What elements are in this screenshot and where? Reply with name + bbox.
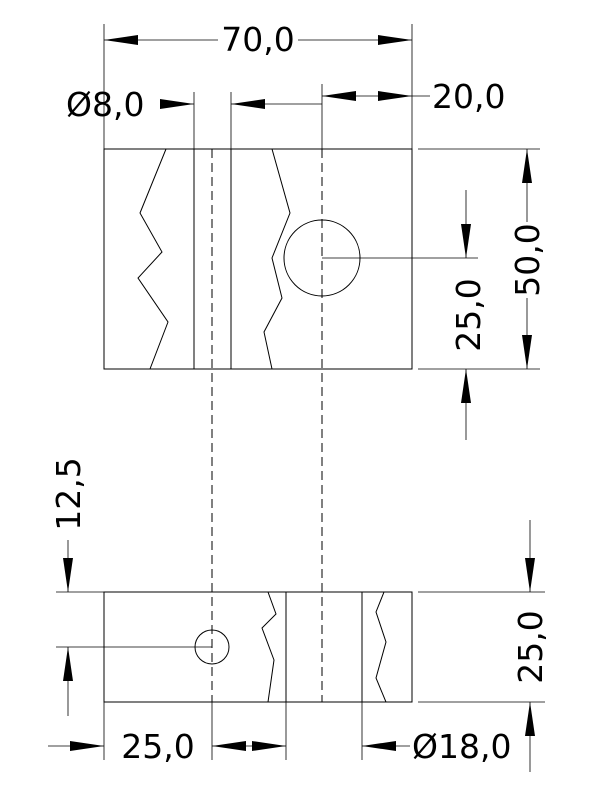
dim-overall-width: 70,0 — [103, 20, 413, 149]
dim-bottom-offset-label: 12,5 — [49, 457, 88, 530]
dim-bottom-offset: 12,5 — [49, 457, 212, 716]
dim-small-hole-diameter-label: Ø8,0 — [66, 85, 144, 124]
top-left-section-hatch — [137, 148, 195, 370]
dim-large-hole-diameter-label: Ø18,0 — [412, 727, 511, 766]
dim-small-hole-diameter: Ø8,0 — [66, 85, 322, 149]
top-right-section-hatch — [230, 148, 291, 370]
dim-large-hole-diameter: Ø18,0 — [252, 702, 511, 766]
center-lines — [211, 149, 323, 702]
dim-overall-width-label: 70,0 — [221, 20, 294, 59]
dim-center-height: 25,0 — [322, 190, 488, 440]
dim-center-height-label: 25,0 — [449, 278, 488, 351]
dim-bottom-left-offset: 25,0 — [48, 702, 286, 766]
top-view-outline — [103, 148, 413, 370]
dim-offset-right-label: 20,0 — [432, 77, 505, 116]
dim-offset-right: 20,0 — [321, 77, 505, 149]
bottom-right-section-hatch — [361, 591, 387, 703]
top-view — [103, 148, 413, 370]
dim-bottom-left-offset-label: 25,0 — [121, 727, 194, 766]
dim-top-height: 50,0 — [418, 148, 547, 370]
dim-bottom-height-label: 25,0 — [511, 610, 550, 683]
dim-bottom-height: 25,0 — [418, 520, 550, 772]
bottom-left-section-hatch — [261, 591, 287, 703]
dim-top-height-label: 50,0 — [508, 223, 547, 296]
